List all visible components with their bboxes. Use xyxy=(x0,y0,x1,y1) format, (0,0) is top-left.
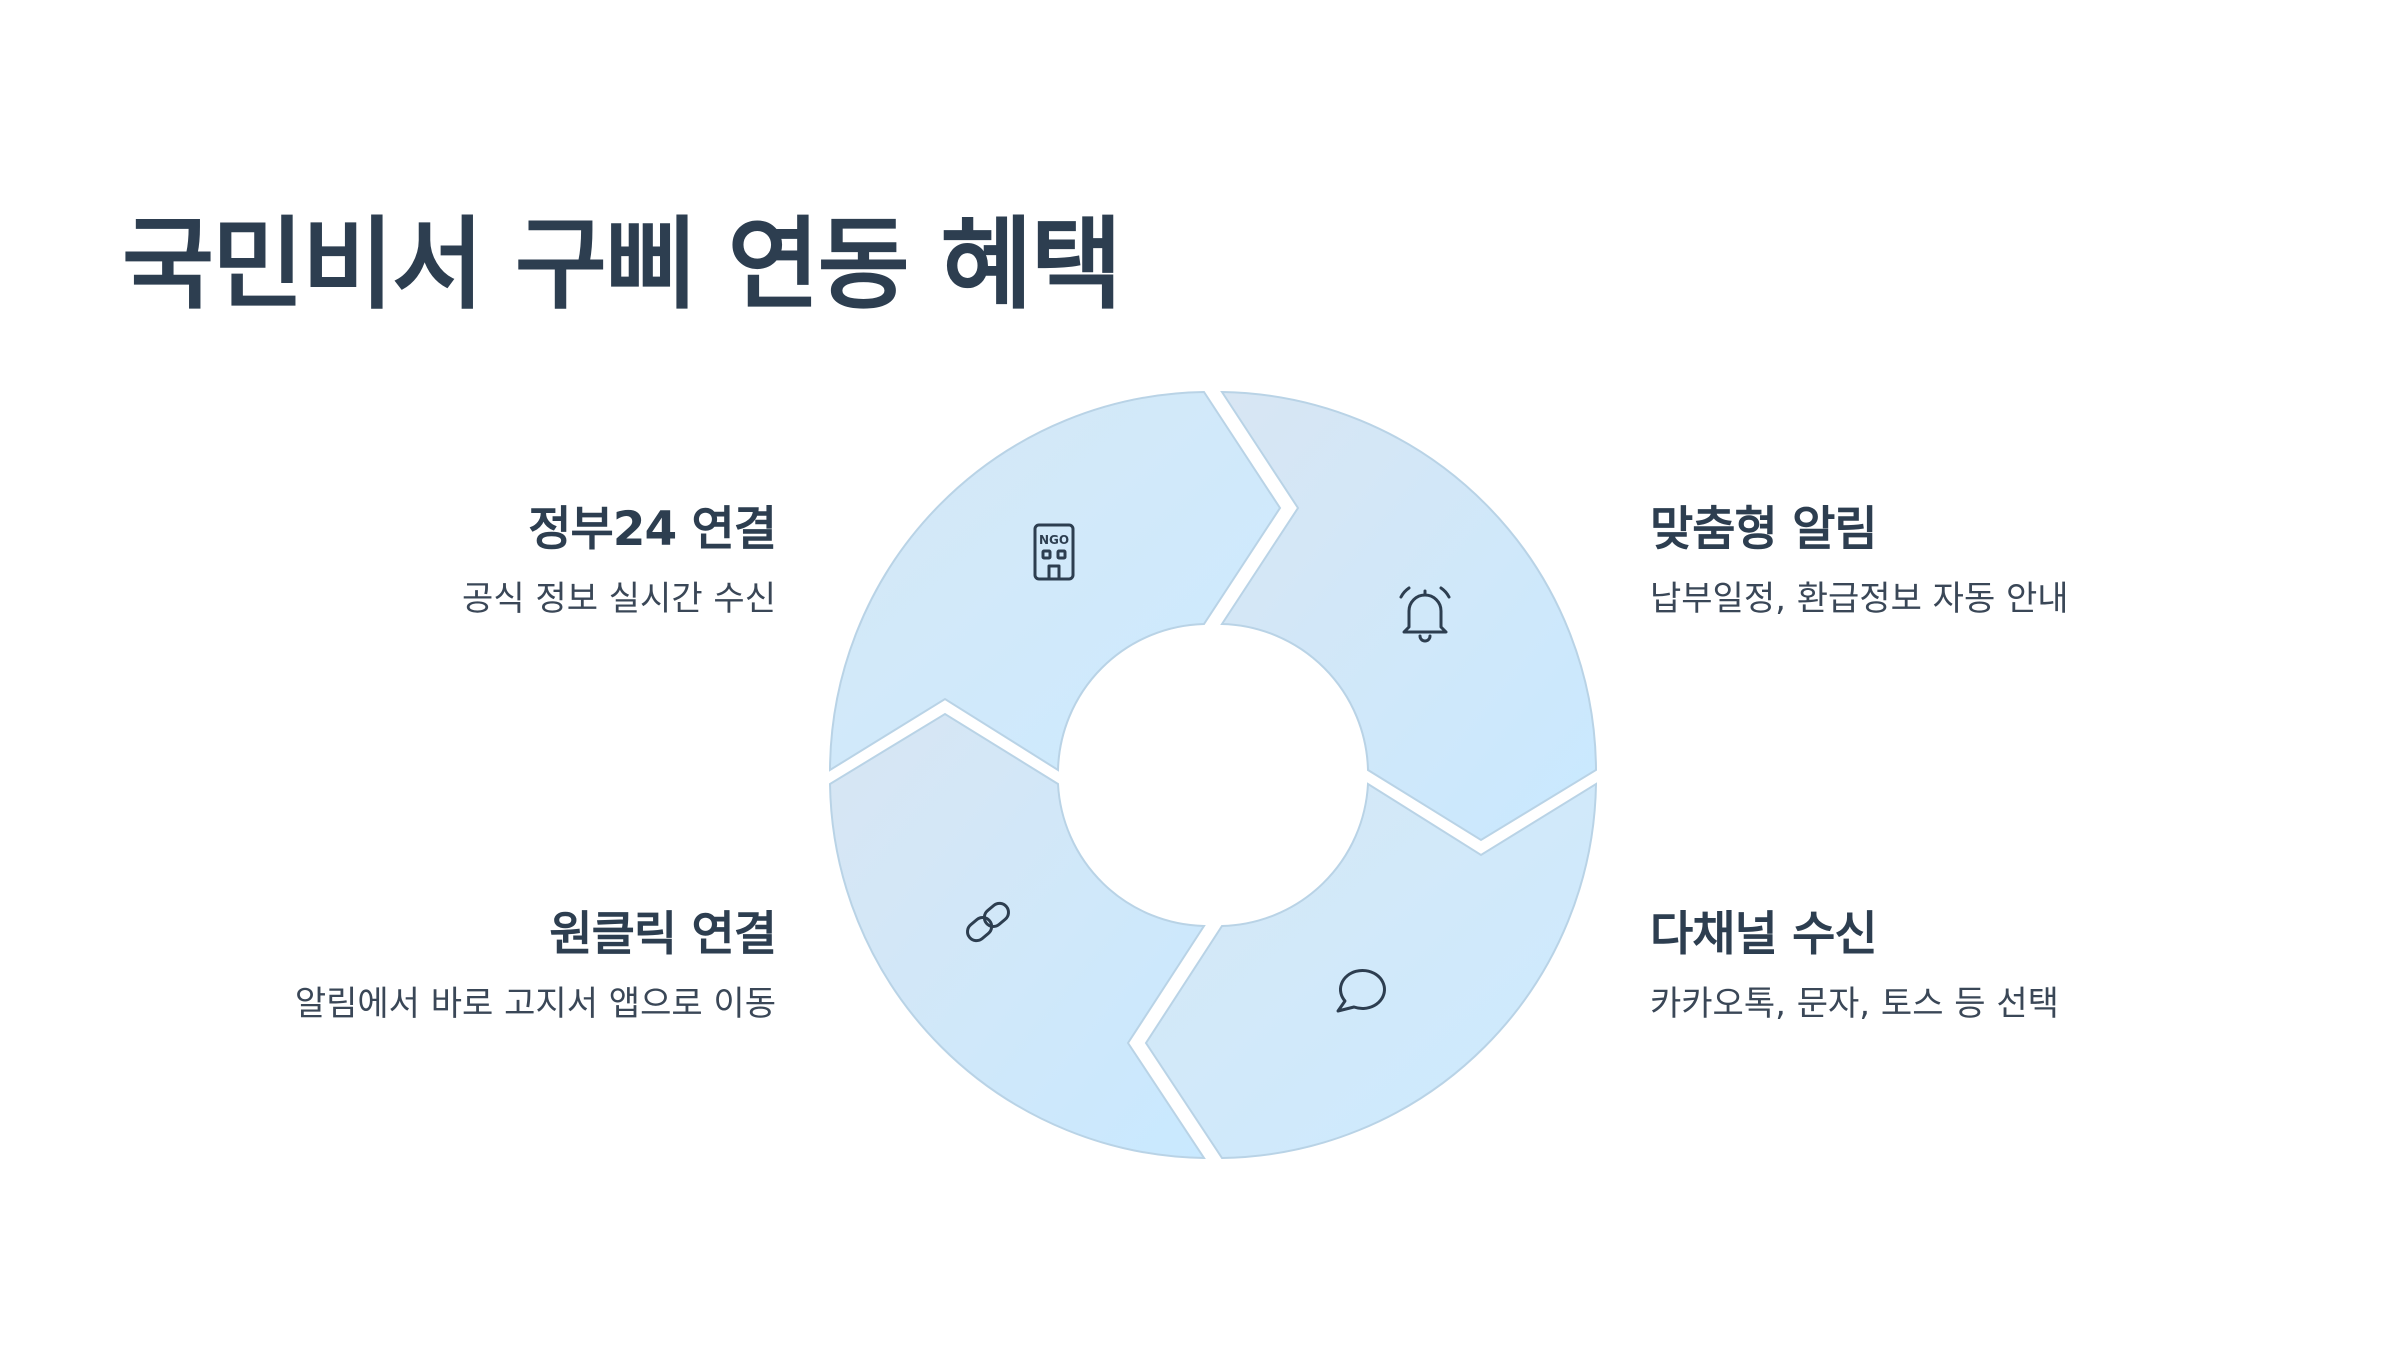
label-notification-desc: 납부일정, 환급정보 자동 안내 xyxy=(1650,579,2069,619)
chat-bubble-icon xyxy=(1336,968,1386,1013)
government-building-icon: NGO xyxy=(1033,523,1075,581)
page-title: 국민비서 구삐 연동 혜택 xyxy=(122,206,1122,323)
label-government-desc: 공식 정보 실시간 수신 xyxy=(462,579,776,619)
label-government: 정부24 연결 공식 정보 실시간 수신 xyxy=(462,500,777,622)
link-icon xyxy=(966,901,1010,943)
label-multichannel-desc: 카카오톡, 문자, 토스 등 선택 xyxy=(1650,984,2059,1024)
label-notification: 맞춤형 알림 납부일정, 환급정보 자동 안내 xyxy=(1650,500,2069,622)
label-one-click-head: 원클릭 연결 xyxy=(549,907,777,962)
label-notification-head: 맞춤형 알림 xyxy=(1650,502,1878,557)
label-government-head: 정부24 연결 xyxy=(528,502,777,557)
bell-icon xyxy=(1399,586,1451,643)
label-multichannel-head: 다채널 수신 xyxy=(1650,907,1878,962)
cycle-segment-one-click xyxy=(828,712,1206,1160)
label-one-click-desc: 알림에서 바로 고지서 앱으로 이동 xyxy=(294,984,776,1024)
label-multichannel: 다채널 수신 카카오톡, 문자, 토스 등 선택 xyxy=(1650,905,2059,1027)
cycle-segment-government xyxy=(828,390,1282,772)
label-one-click: 원클릭 연결 알림에서 바로 고지서 앱으로 이동 xyxy=(294,905,777,1027)
building-sign-text: NGO xyxy=(1039,533,1069,547)
